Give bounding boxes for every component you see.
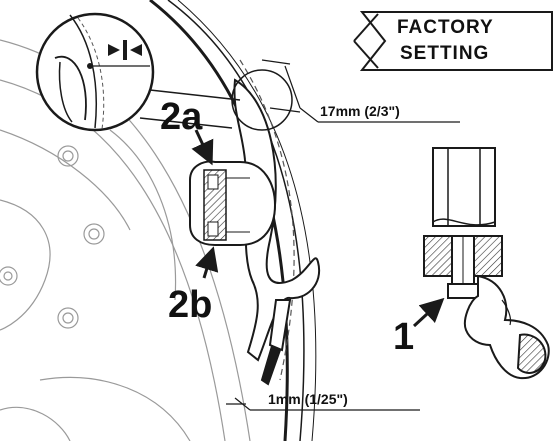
upper-gap-zoom-circle bbox=[231, 69, 293, 131]
lower-gap-dimension bbox=[226, 397, 420, 411]
tool-head bbox=[189, 160, 277, 246]
ref-arrow-1 bbox=[412, 297, 445, 328]
gap-adjust-arrows-icon bbox=[108, 40, 142, 60]
header-line-2: SETTING bbox=[400, 43, 490, 64]
lower-lever bbox=[260, 299, 292, 386]
upper-gap-dimension bbox=[261, 59, 460, 123]
zoom-detail-circle bbox=[35, 12, 241, 132]
ref-arrows-2 bbox=[191, 129, 219, 279]
factory-setting-badge bbox=[353, 11, 553, 71]
ref-label-2b: 2b bbox=[168, 284, 213, 326]
ref-label-2a: 2a bbox=[160, 96, 203, 138]
lower-gap-dimension-text: 1mm (1/25") bbox=[268, 391, 348, 407]
tool-shaft-detail bbox=[423, 147, 550, 380]
header-line-1: FACTORY bbox=[397, 17, 494, 38]
upper-gap-dimension-text: 17mm (2/3") bbox=[320, 103, 400, 119]
ref-label-1: 1 bbox=[393, 316, 415, 358]
